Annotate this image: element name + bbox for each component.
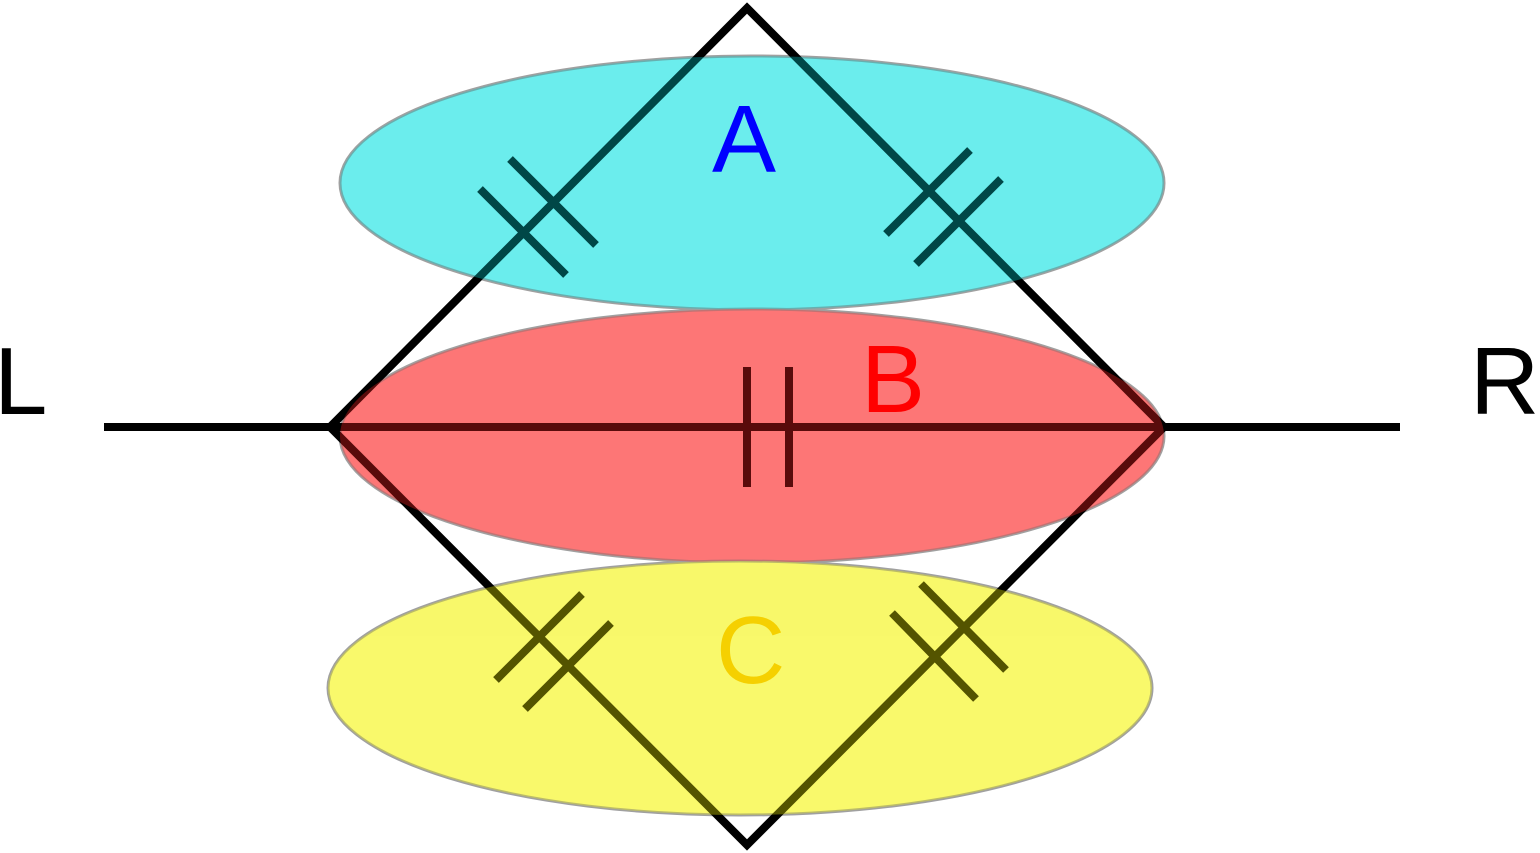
capacitor-symbols bbox=[477, 147, 1009, 712]
group-b-label: B bbox=[861, 326, 925, 433]
group-tints bbox=[328, 56, 1164, 815]
capacitor-a-right bbox=[883, 147, 1004, 267]
terminal-left-label: L bbox=[0, 328, 47, 435]
capacitor-a-left bbox=[477, 156, 599, 278]
group-a-label: A bbox=[712, 86, 776, 193]
capacitor-b bbox=[743, 367, 793, 487]
capacitor-c-right bbox=[889, 581, 1009, 702]
terminal-right-label: R bbox=[1470, 328, 1539, 435]
group-c-label: C bbox=[716, 597, 785, 704]
group-c-ellipse bbox=[326, 559, 1154, 817]
capacitor-c-left bbox=[493, 591, 614, 712]
bridge-diamond bbox=[324, 2, 1170, 851]
